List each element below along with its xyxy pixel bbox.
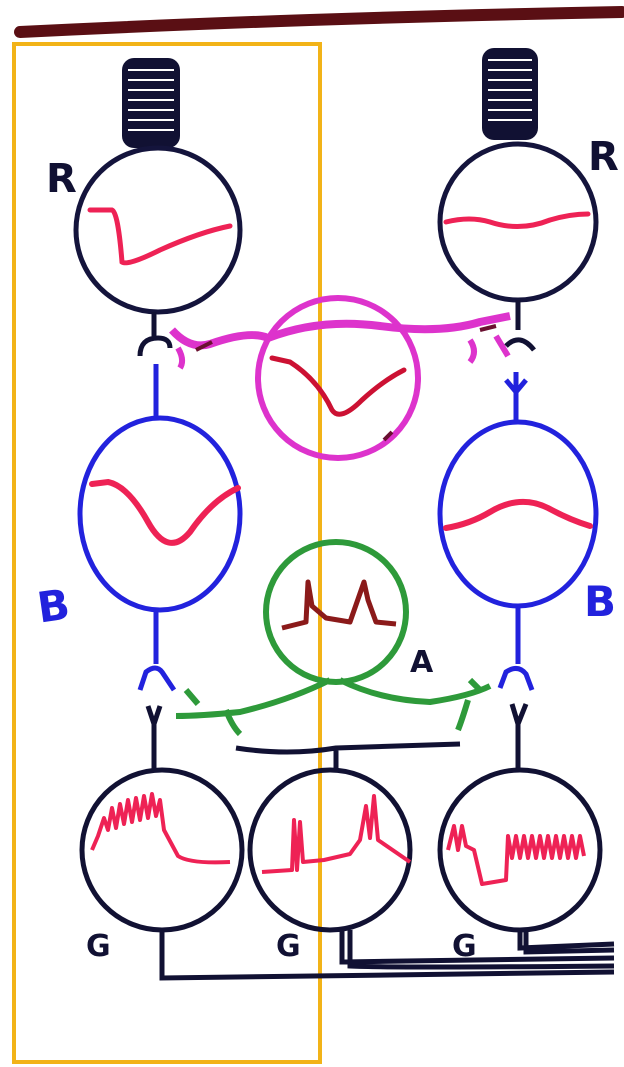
bipolar-axon-left: [137, 610, 177, 692]
label-rod-left: R: [46, 156, 77, 202]
rod-axon-right: [504, 300, 536, 352]
bipolar-trace-left: [89, 478, 241, 546]
outer-segment-right: [482, 48, 538, 140]
ganglion-middle-dendrites: [235, 741, 461, 770]
amacrine-cell: [263, 539, 409, 685]
label-bipolar-right: B: [584, 577, 616, 626]
label-bipolar-left: B: [34, 580, 73, 633]
highlight-box: [12, 42, 322, 1064]
rod-cell-right: [437, 141, 599, 303]
amacrine-processes: [175, 677, 492, 737]
label-ganglion-middle: G: [276, 929, 301, 964]
bipolar-cell-left: [77, 415, 243, 613]
label-amacrine: A: [410, 645, 434, 680]
label-rod-right: R: [588, 134, 619, 180]
ganglion-trace-right: [446, 824, 586, 886]
optic-nerve-axons: [159, 930, 615, 981]
ganglion-trace-middle: [261, 794, 412, 874]
ganglion-cell-middle: [247, 767, 413, 933]
outer-segment-left: [122, 58, 180, 148]
bipolar-dendrite-right: [504, 372, 528, 424]
bipolar-axon-right: [497, 606, 535, 691]
rod-cell-left: [73, 145, 243, 315]
ganglion-trace-left: [90, 792, 231, 865]
rod-trace-right: [443, 211, 591, 229]
top-bar: [14, 6, 624, 38]
ganglion-dendrite-right: [509, 703, 529, 770]
bipolar-cell-right: [437, 419, 599, 609]
rod-trace-left: [87, 207, 233, 266]
rod-axon-left: [137, 312, 173, 357]
horizontal-cell: [169, 295, 511, 461]
ganglion-cell-left: [79, 767, 245, 933]
bipolar-trace-right: [443, 499, 593, 531]
label-ganglion-left: G: [86, 929, 111, 964]
ganglion-dendrite-left: [145, 705, 163, 770]
horizontal-trace: [269, 355, 407, 417]
label-ganglion-right: G: [452, 929, 477, 964]
amacrine-trace: [281, 579, 397, 631]
